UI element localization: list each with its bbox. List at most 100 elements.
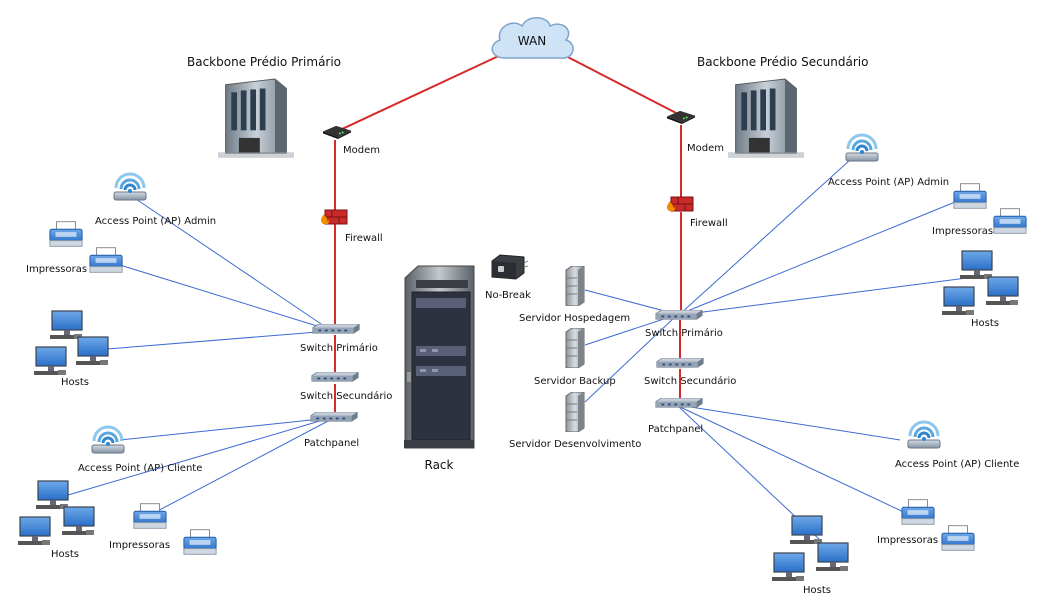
printer-icon	[993, 208, 1027, 234]
cloud-icon	[491, 17, 574, 59]
left-patchpanel-label: Patchpanel	[304, 438, 359, 449]
printer-icon	[89, 247, 123, 273]
monitor-icon	[942, 286, 975, 316]
left-hosts-top[interactable]: Hosts	[34, 310, 109, 388]
right-hosts-top[interactable]: Hosts	[942, 250, 1019, 329]
right-impressoras-bottom[interactable]: Impressoras	[877, 499, 975, 551]
switch-icon	[311, 372, 359, 382]
left-hosts-top-label: Hosts	[61, 377, 89, 388]
monitor-icon	[816, 542, 849, 572]
left-patchpanel[interactable]: Patchpanel	[304, 412, 359, 449]
left-switch-primario[interactable]: Switch Primário	[300, 324, 378, 354]
nobreak[interactable]: No-Break	[485, 254, 531, 301]
monitor-icon	[986, 276, 1019, 306]
server-hospedagem-label: Servidor Hospedagem	[519, 313, 630, 324]
right-patchpanel[interactable]: Patchpanel	[648, 398, 703, 435]
access-point-icon	[844, 133, 880, 163]
left-ap-cliente[interactable]: Access Point (AP) Cliente	[78, 425, 202, 474]
monitor-icon	[772, 552, 805, 582]
right-impressoras-top[interactable]: Impressoras	[932, 183, 1027, 237]
access-point-icon	[112, 172, 148, 202]
monitor-icon	[790, 515, 823, 545]
server-icon	[565, 392, 585, 432]
right-patchpanel-label: Patchpanel	[648, 424, 703, 435]
right-ap-admin[interactable]: Access Point (AP) Admin	[828, 133, 949, 188]
right-switch-primario[interactable]: Switch Primário	[645, 310, 723, 339]
monitor-icon	[50, 310, 83, 340]
monitor-icon	[34, 346, 67, 376]
firewall-icon	[320, 209, 348, 225]
left-building-label: Backbone Prédio Primário	[187, 55, 341, 69]
server-backup[interactable]: Servidor Backup	[534, 328, 616, 387]
left-switch-secundario[interactable]: Switch Secundário	[300, 372, 392, 402]
left-hosts-bottom[interactable]: Hosts	[18, 480, 95, 560]
left-modem[interactable]: Modem	[322, 125, 380, 156]
right-hosts-bottom-label: Hosts	[803, 585, 831, 596]
left-firewall[interactable]: Firewall	[320, 209, 383, 244]
server-desenvolvimento-label: Servidor Desenvolvimento	[509, 439, 641, 450]
right-modem[interactable]: Modem	[666, 110, 724, 154]
modem-icon	[666, 110, 696, 124]
left-ap-admin[interactable]: Access Point (AP) Admin	[95, 172, 216, 227]
right-modem-label: Modem	[687, 143, 724, 154]
left-hosts-bottom-label: Hosts	[51, 549, 79, 560]
network-links	[67, 52, 991, 541]
right-switch-primario-label: Switch Primário	[645, 327, 723, 339]
left-building: Backbone Prédio Primário	[187, 55, 341, 159]
right-building-label: Backbone Prédio Secundário	[697, 55, 868, 69]
firewall-icon	[666, 196, 694, 212]
monitor-icon	[62, 506, 95, 536]
monitor-icon	[76, 336, 109, 366]
switch-icon	[312, 324, 360, 334]
left-switch-secundario-label: Switch Secundário	[300, 390, 392, 402]
building-icon	[218, 78, 294, 159]
server-hospedagem[interactable]: Servidor Hospedagem	[519, 266, 630, 324]
left-ap-cliente-label: Access Point (AP) Cliente	[78, 463, 202, 474]
right-switch-secundario[interactable]: Switch Secundário	[644, 358, 736, 387]
printer-icon	[49, 221, 83, 247]
left-impressoras-top[interactable]: Impressoras	[26, 221, 123, 275]
switch-icon	[310, 412, 358, 422]
monitor-icon	[36, 480, 69, 510]
right-switch-secundario-label: Switch Secundário	[644, 375, 736, 387]
right-hosts-bottom[interactable]: Hosts	[772, 515, 849, 596]
printer-icon	[901, 499, 935, 525]
printer-icon	[953, 183, 987, 209]
rack[interactable]: Rack	[404, 265, 475, 472]
printer-icon	[133, 503, 167, 529]
wan-label: WAN	[518, 34, 546, 48]
right-ap-cliente-label: Access Point (AP) Cliente	[895, 459, 1019, 470]
left-impressoras-bottom-label: Impressoras	[109, 540, 170, 551]
left-impressoras-top-label: Impressoras	[26, 264, 87, 275]
server-backup-label: Servidor Backup	[534, 376, 616, 387]
access-point-icon	[90, 425, 126, 455]
right-firewall[interactable]: Firewall	[666, 196, 728, 229]
right-ap-cliente[interactable]: Access Point (AP) Cliente	[895, 420, 1019, 470]
left-switch-primario-label: Switch Primário	[300, 342, 378, 354]
ups-icon	[491, 254, 528, 280]
access-point-icon	[906, 420, 942, 450]
right-impressoras-bottom-label: Impressoras	[877, 535, 938, 546]
monitor-icon	[960, 250, 993, 280]
right-ap-admin-label: Access Point (AP) Admin	[828, 177, 949, 188]
switch-icon	[655, 310, 703, 320]
server-icon	[565, 328, 585, 368]
building-icon	[728, 78, 804, 159]
wan-cloud[interactable]: WAN	[491, 17, 574, 59]
left-ap-admin-label: Access Point (AP) Admin	[95, 216, 216, 227]
left-modem-label: Modem	[343, 145, 380, 156]
rack-label: Rack	[425, 458, 454, 472]
server-desenvolvimento[interactable]: Servidor Desenvolvimento	[509, 392, 641, 450]
server-icon	[565, 266, 585, 306]
switch-icon	[656, 358, 704, 368]
right-building: Backbone Prédio Secundário	[697, 55, 868, 159]
right-firewall-label: Firewall	[690, 218, 728, 229]
left-firewall-label: Firewall	[345, 233, 383, 244]
right-hosts-top-label: Hosts	[971, 318, 999, 329]
printer-icon	[941, 525, 975, 551]
printer-icon	[183, 529, 217, 555]
right-impressoras-top-label: Impressoras	[932, 226, 993, 237]
left-impressoras-bottom[interactable]: Impressoras	[109, 503, 217, 555]
switch-icon	[655, 398, 703, 408]
